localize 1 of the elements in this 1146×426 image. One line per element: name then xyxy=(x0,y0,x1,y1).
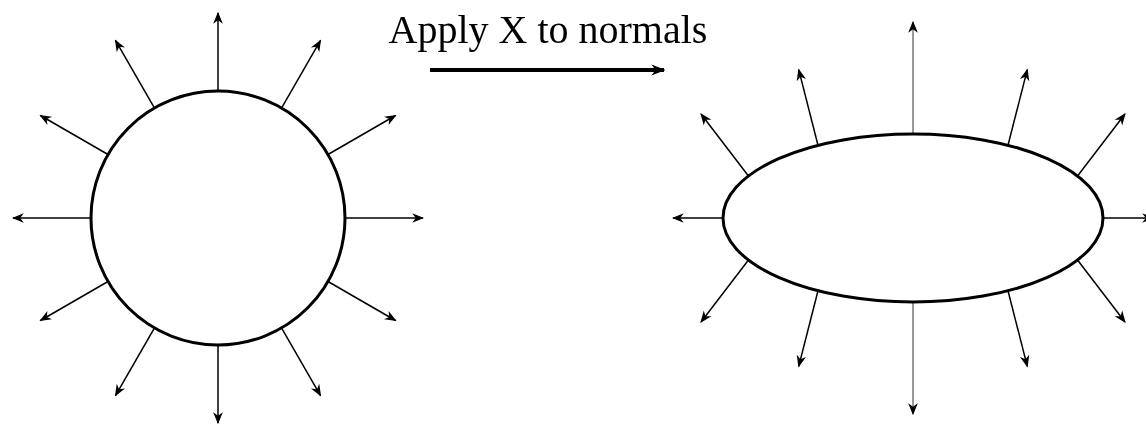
arrow xyxy=(430,64,666,76)
